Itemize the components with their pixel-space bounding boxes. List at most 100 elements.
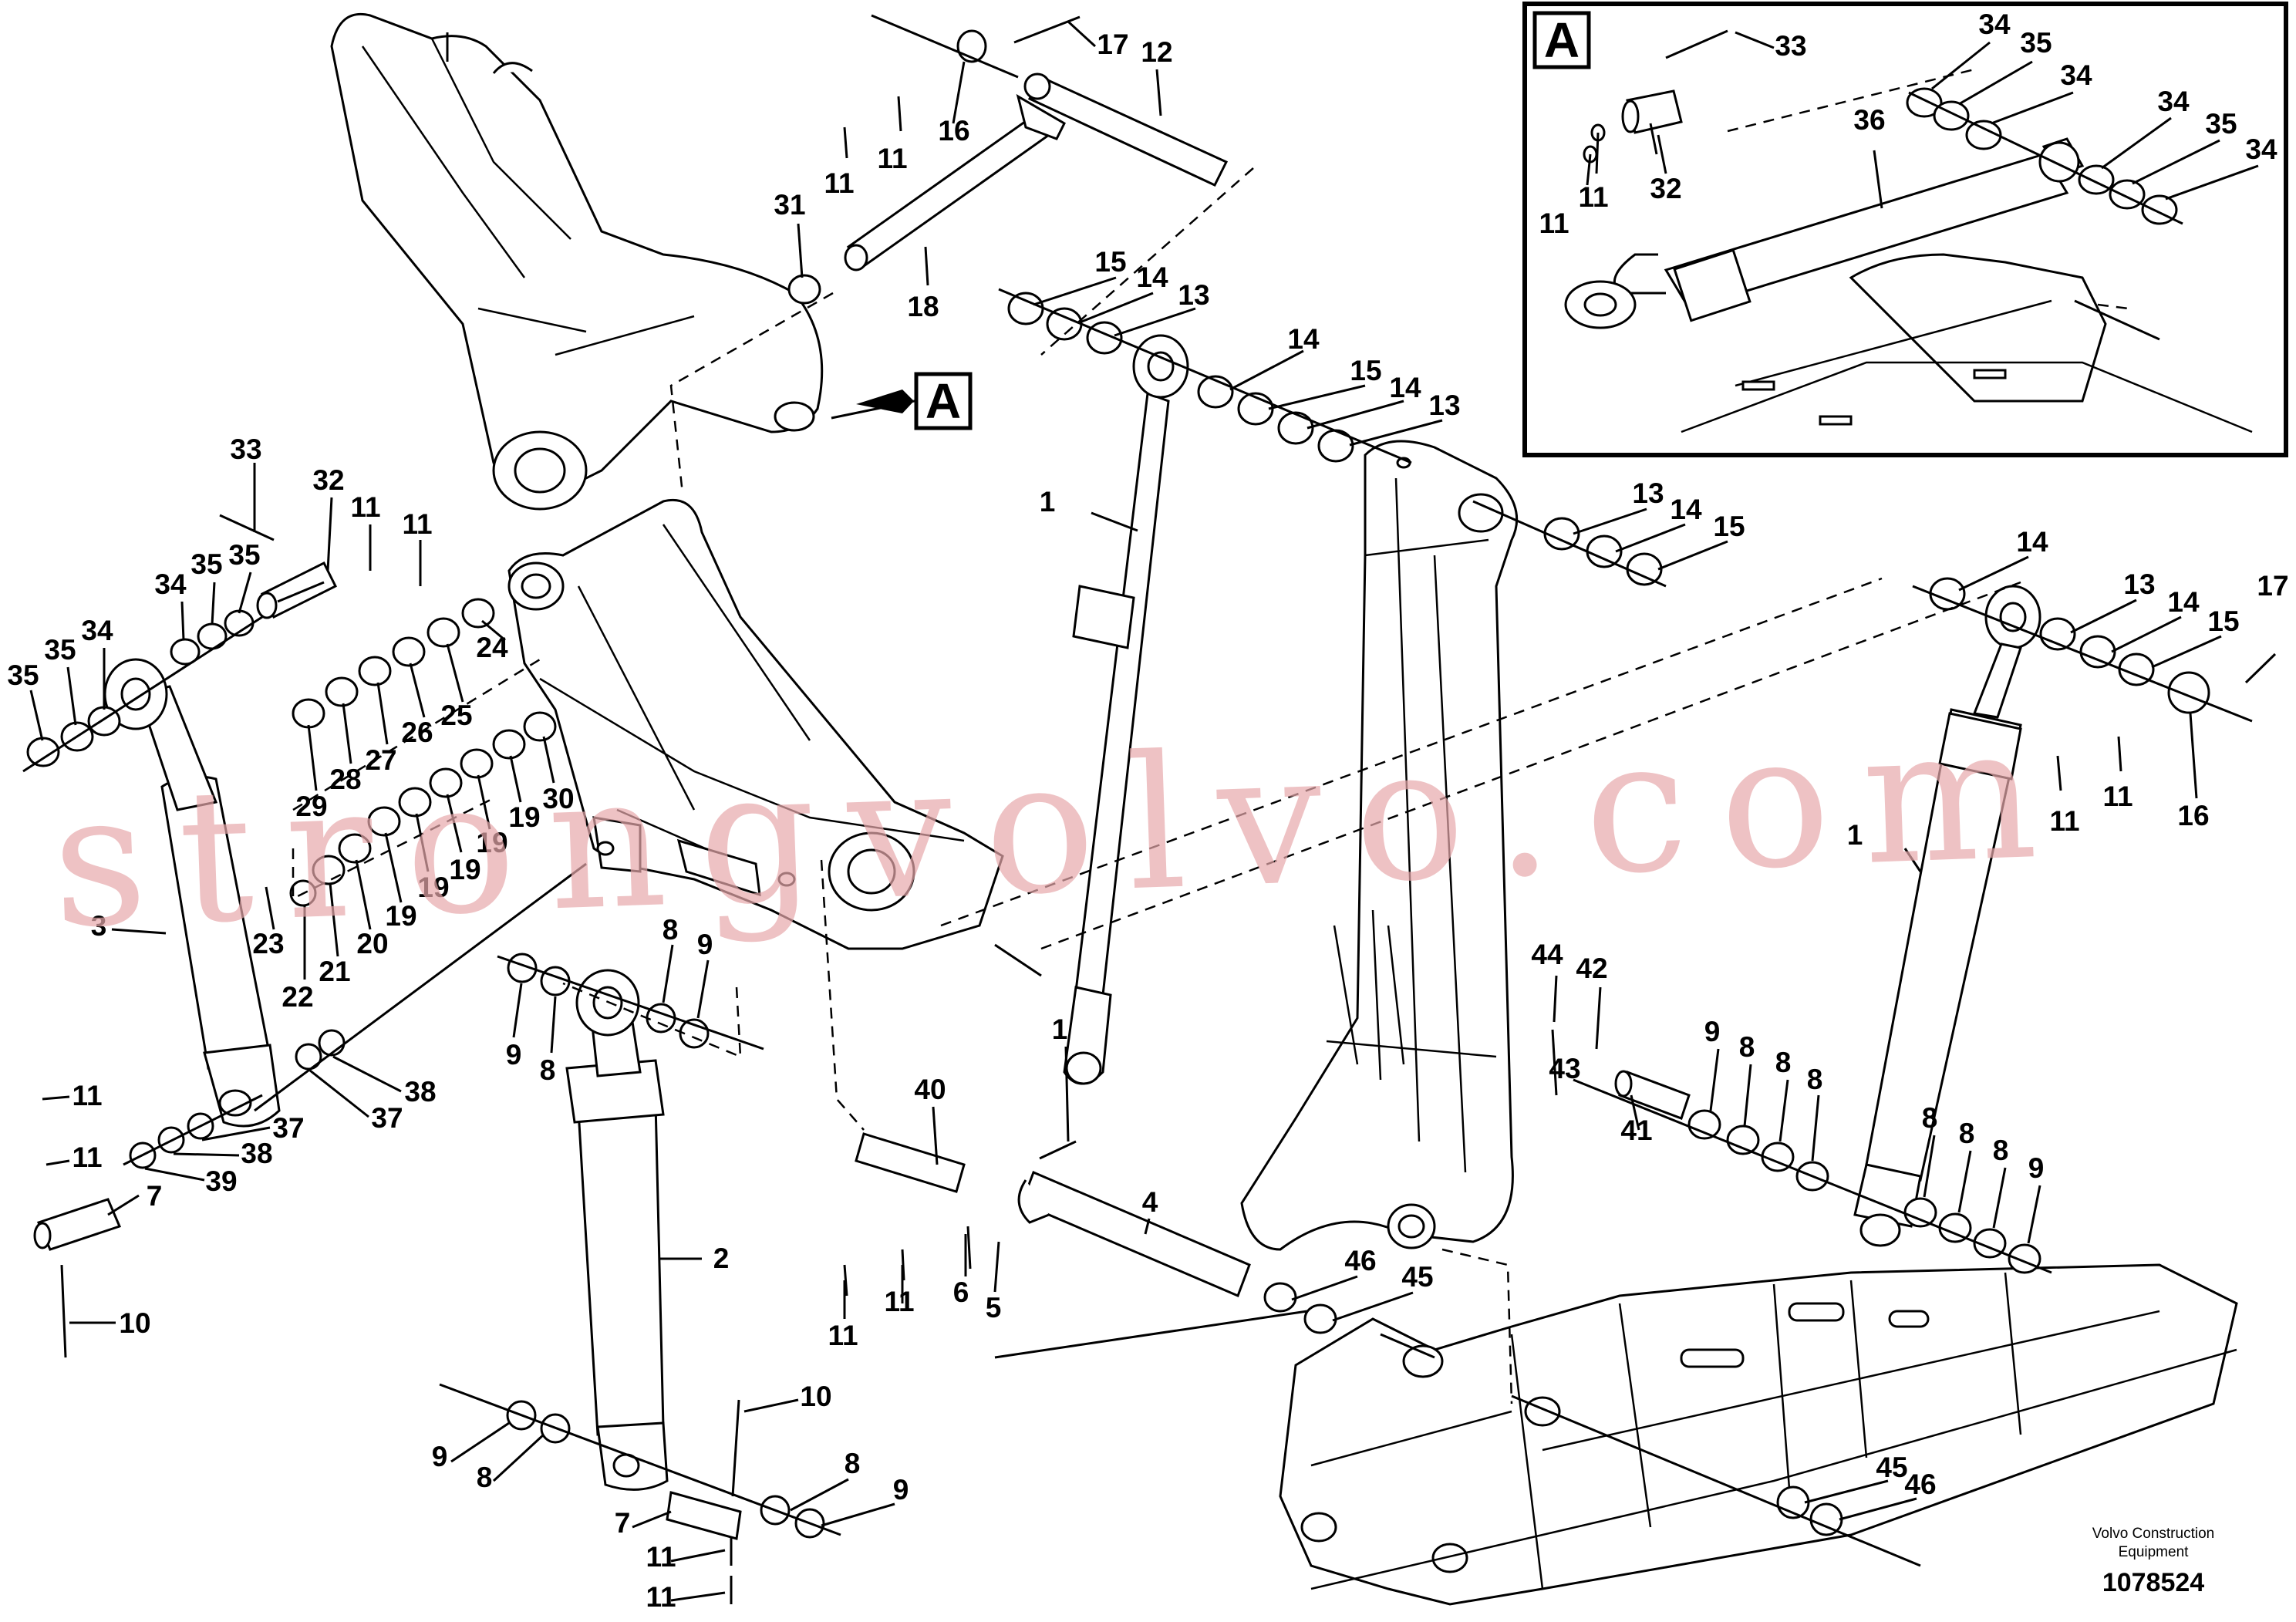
callout-26: 26 <box>401 717 433 748</box>
callout-35: 35 <box>2205 108 2237 140</box>
callout-7: 7 <box>147 1180 163 1212</box>
callout-31: 31 <box>774 189 805 221</box>
callout-16: 16 <box>938 115 969 147</box>
callout-14: 14 <box>1389 372 1421 403</box>
callout-11: 11 <box>1539 207 1569 239</box>
callout-33: 33 <box>230 433 261 465</box>
callout-9: 9 <box>893 1474 909 1506</box>
callout-46: 46 <box>1344 1245 1376 1276</box>
cylinder-1-center <box>1063 334 1189 1085</box>
callout-32: 32 <box>1650 173 1681 204</box>
callout-9: 9 <box>2028 1152 2045 1184</box>
callout-11: 11 <box>884 1286 914 1317</box>
callout-19: 19 <box>385 900 416 932</box>
callout-15: 15 <box>1094 246 1126 278</box>
boom-block <box>507 498 1004 950</box>
view-a-label: A <box>925 373 961 429</box>
callout-19: 19 <box>476 827 507 858</box>
callout-11: 11 <box>72 1080 102 1111</box>
bolts <box>60 15 2277 1604</box>
callout-45: 45 <box>1876 1452 1907 1483</box>
footer-block: Volvo Construction Equipment 1078524 <box>2092 1526 2214 1597</box>
cylinder-3-left <box>103 658 281 1128</box>
callout-14: 14 <box>2167 586 2200 618</box>
callout-1: 1 <box>1847 819 1863 851</box>
callout-12: 12 <box>1141 36 1172 68</box>
cylinder-2 <box>565 969 669 1491</box>
callout-20: 20 <box>356 928 388 959</box>
callout-34: 34 <box>81 615 113 646</box>
callout-28: 28 <box>329 764 361 795</box>
callout-33: 33 <box>1775 30 1806 62</box>
callout-35: 35 <box>7 659 39 691</box>
callout-4: 4 <box>1142 1186 1158 1218</box>
callout-23: 23 <box>252 928 284 959</box>
callout-13: 13 <box>1632 477 1664 509</box>
callout-32: 32 <box>312 464 344 496</box>
washers <box>26 29 2210 1539</box>
detail-a-box <box>1522 2 2288 457</box>
callout-22: 22 <box>282 981 313 1013</box>
callout-42: 42 <box>1576 953 1607 984</box>
callout-24: 24 <box>476 632 508 663</box>
callout-8: 8 <box>540 1054 556 1086</box>
callout-15: 15 <box>2207 605 2239 637</box>
pins <box>33 73 1691 1540</box>
callout-8: 8 <box>1959 1118 1975 1149</box>
callout-9: 9 <box>506 1039 522 1071</box>
callout-9: 9 <box>432 1441 448 1472</box>
callout-15: 15 <box>1350 355 1381 386</box>
maker-line-2: Equipment <box>2119 1544 2190 1560</box>
callout-11: 11 <box>72 1141 102 1173</box>
callout-43: 43 <box>1549 1053 1580 1084</box>
callout-11: 11 <box>646 1581 676 1613</box>
callout-39: 39 <box>205 1165 237 1197</box>
callout-11: 11 <box>1578 181 1608 213</box>
callout-29: 29 <box>295 791 327 822</box>
callout-3: 3 <box>91 910 107 942</box>
callout-7: 7 <box>615 1507 631 1539</box>
callout-leaders <box>29 20 2259 1602</box>
callout-16: 16 <box>2177 800 2209 831</box>
callout-11: 11 <box>646 1541 676 1573</box>
callout-8: 8 <box>845 1448 861 1479</box>
callout-35: 35 <box>228 539 260 571</box>
callout-40: 40 <box>914 1074 946 1105</box>
callout-1: 1 <box>1052 1013 1068 1045</box>
callout-8: 8 <box>1922 1102 1938 1134</box>
callout-17: 17 <box>2257 570 2288 602</box>
callout-34: 34 <box>2245 133 2277 165</box>
callout-11: 11 <box>2102 781 2132 812</box>
maker-line-1: Volvo Construction <box>2092 1526 2214 1542</box>
callout-34: 34 <box>154 568 187 600</box>
callout-11: 11 <box>877 143 907 174</box>
callout-13: 13 <box>2123 568 2155 600</box>
callout-6: 6 <box>953 1276 969 1308</box>
callout-10: 10 <box>800 1381 831 1412</box>
callout-38: 38 <box>241 1138 272 1169</box>
callout-35: 35 <box>2020 27 2052 59</box>
callout-11: 11 <box>828 1320 858 1351</box>
callout-25: 25 <box>440 700 472 731</box>
callout-14: 14 <box>1136 261 1168 293</box>
callout-17: 17 <box>1097 29 1128 60</box>
callout-19: 19 <box>417 872 449 903</box>
callout-13: 13 <box>1428 389 1460 421</box>
callout-10: 10 <box>119 1307 150 1339</box>
drawing-number: 1078524 <box>2102 1568 2204 1597</box>
watermark-text: strongvolvo.com <box>49 686 2072 969</box>
boom-arm <box>330 12 824 511</box>
callout-11: 11 <box>350 491 380 523</box>
callout-45: 45 <box>1401 1261 1433 1293</box>
callout-14: 14 <box>1670 494 1702 525</box>
callout-14: 14 <box>2016 526 2048 558</box>
callout-30: 30 <box>542 783 574 814</box>
callout-35: 35 <box>44 634 76 666</box>
callout-46: 46 <box>1904 1469 1936 1500</box>
callout-9: 9 <box>1704 1016 1721 1047</box>
callout-21: 21 <box>319 956 350 987</box>
callout-38: 38 <box>404 1076 436 1108</box>
callout-2: 2 <box>713 1243 730 1274</box>
